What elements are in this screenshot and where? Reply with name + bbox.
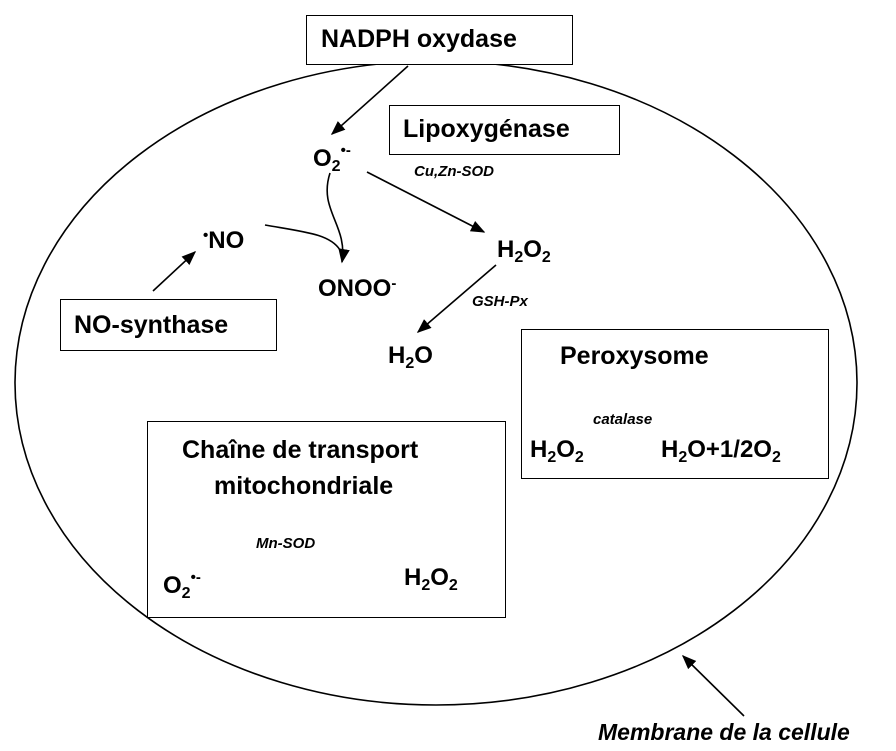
no-synthase-box: NO-synthase: [60, 299, 277, 351]
peroxisome-products: H2O+1/2O2: [661, 436, 781, 472]
peroxynitrite: ONOO-: [318, 270, 396, 303]
h2o-sub: 2: [405, 355, 415, 372]
peroxisome-h2o2: H2O2: [530, 436, 584, 472]
arrow-nadph-to-superoxide: [330, 65, 409, 135]
mito-superoxide-sub: 2: [181, 585, 191, 602]
arrow-superoxide-to-h2o2: [366, 171, 486, 233]
nadph-oxidase-box: NADPH oxydase: [306, 15, 573, 65]
perox-h2o2-o: O: [556, 436, 575, 463]
enzyme-catalase: catalase: [593, 411, 653, 428]
enzyme-gsh-px: GSH-Px: [472, 293, 528, 310]
superoxide-charge: •-: [340, 142, 351, 159]
mitochondrial-chain-label-line1: Chaîne de transport: [182, 436, 419, 464]
arrow-no-to-peroxynitrite: [264, 224, 341, 251]
hydrogen-peroxide: H2O2: [497, 236, 551, 272]
mito-superoxide-o: O: [163, 572, 182, 599]
arrow-nos-to-no: [152, 251, 197, 292]
superoxide-o: O: [313, 145, 332, 172]
perox-product-rest: O+1/2O: [687, 436, 772, 463]
perox-h2o2-sub-2: 2: [574, 449, 584, 466]
nadph-oxidase-label: NADPH oxydase: [321, 25, 517, 53]
perox-h2o2-sub-1: 2: [547, 449, 557, 466]
water: H2O: [388, 342, 433, 378]
perox-product-sub-1: 2: [678, 449, 688, 466]
mito-h2o2-sub-1: 2: [421, 577, 431, 594]
h2o-h: H: [388, 342, 406, 369]
enzyme-mn-sod: Mn-SOD: [256, 535, 316, 552]
mito-h2o2-sub-2: 2: [448, 577, 458, 594]
lipoxygenase-box: Lipoxygénase: [389, 105, 620, 155]
h2o-o: O: [414, 342, 433, 369]
perox-h2o2-h: H: [530, 436, 548, 463]
mito-h2o2-h: H: [404, 564, 422, 591]
h2o2-o: O: [523, 236, 542, 263]
mito-h2o2: H2O2: [404, 564, 458, 600]
nitric-oxide-dot: •: [203, 227, 209, 244]
peroxisome-label: Peroxysome: [560, 342, 709, 370]
mitochondrial-chain-box: Chaîne de transport mitochondriale: [147, 421, 506, 618]
peroxynitrite-charge: -: [391, 275, 397, 292]
h2o2-sub-2: 2: [541, 249, 551, 266]
superoxide: O2•-: [313, 137, 351, 181]
nitric-oxide-label: NO: [208, 227, 245, 254]
membrane-label: Membrane de la cellule: [598, 719, 850, 745]
mito-superoxide: O2•-: [163, 564, 201, 608]
lipoxygenase-label: Lipoxygénase: [403, 115, 570, 143]
mito-h2o2-o: O: [430, 564, 449, 591]
arrow-membrane-label: [681, 654, 745, 717]
superoxide-sub: 2: [331, 158, 341, 175]
perox-product-sub-2: 2: [771, 449, 781, 466]
h2o2-h: H: [497, 236, 515, 263]
mito-superoxide-charge: •-: [190, 569, 201, 586]
h2o2-sub-1: 2: [514, 249, 524, 266]
perox-product-h: H: [661, 436, 679, 463]
arrow-superoxide-to-peroxynitrite: [326, 172, 350, 264]
no-synthase-label: NO-synthase: [74, 311, 229, 339]
nitric-oxide: •NO: [203, 222, 244, 255]
peroxisome-box: Peroxysome: [521, 329, 829, 479]
enzyme-cuzn-sod: Cu,Zn-SOD: [414, 163, 494, 180]
peroxynitrite-label: ONOO: [318, 275, 392, 302]
arrow-h2o2-to-h2o: [416, 264, 497, 333]
mitochondrial-chain-label-line2: mitochondriale: [214, 472, 394, 500]
